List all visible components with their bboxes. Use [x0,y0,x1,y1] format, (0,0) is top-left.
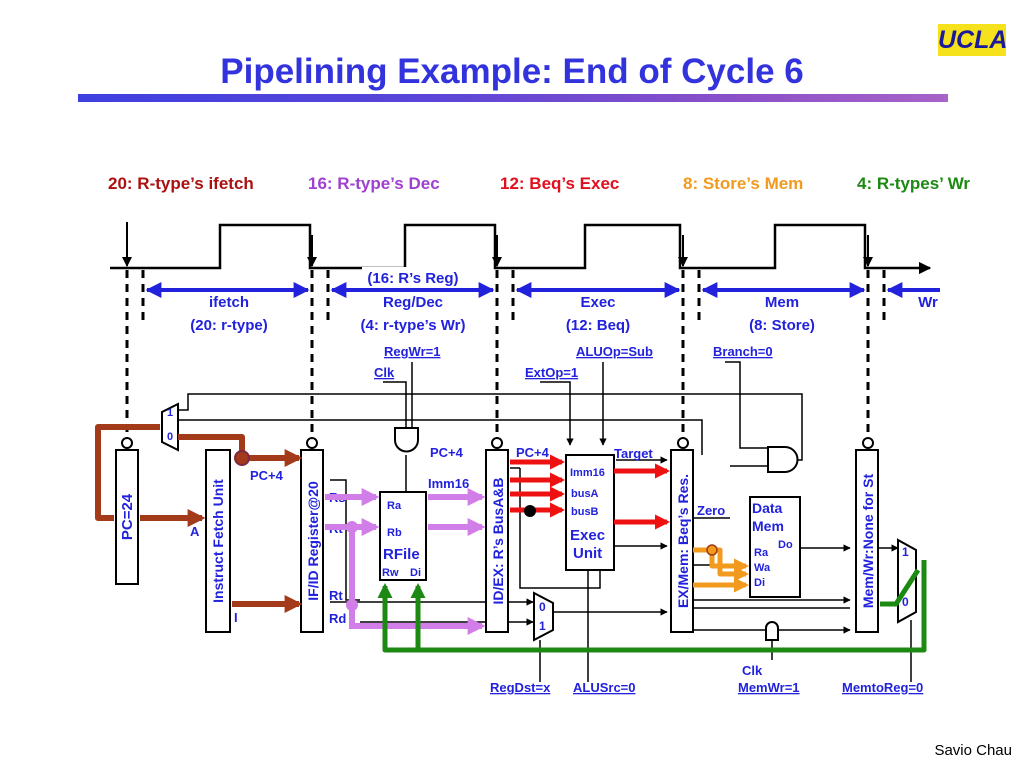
exec-wires [510,454,670,530]
stage-instr-mem: (8: Store) [749,317,815,334]
stage-top-regdec: (16: R’s Reg) [367,270,458,287]
instruction-fetch-unit [205,449,231,633]
aluop-signal: ALUOp=Sub [576,344,653,359]
dm-wa-label: Wa [754,562,771,574]
pc-mux: 1 0 [161,402,179,452]
rw-label: Rw [382,567,399,579]
memwr-signal: MemWr=1 [738,680,800,695]
busb-label: busB [571,506,599,518]
data-mem-label: Data [752,500,783,516]
ifetch-junction [234,450,250,466]
exec-unit-label: Exec [570,527,605,544]
branch-signal: Branch=0 [713,344,773,359]
stage-instr-exec: (12: Beq) [566,317,630,334]
stage-label-mem: 8: Store’s Mem [683,174,804,193]
exmem-label: EX/Mem: Beq’s Res. [675,474,691,608]
rt-label: Rt [329,588,343,603]
stage-name-mem: Mem [765,294,799,311]
stage-boundaries [125,270,886,440]
clock-waveform [110,222,932,275]
footer-author: Savio Chau [934,742,1012,759]
decode-wires [325,488,486,635]
memwr-label: Mem/Wr:None for St [860,474,876,609]
regwr-signal: RegWr=1 [384,344,440,359]
extop-signal: ExtOp=1 [525,365,578,380]
data-mem-label: Mem [752,518,784,534]
pc-register [115,449,139,585]
exec-unit [565,454,615,571]
rfile-label: RFile [383,546,420,563]
memwr-and-gate [765,621,779,641]
pc-plus-4-label: PC+4 [516,445,550,460]
pc-plus-4-label: PC+4 [430,445,464,460]
clk-signal-top: Clk [374,365,395,380]
regwr-and-gate [394,427,419,453]
stage-label-ifetch: 20: R-type’s ifetch [108,174,254,193]
memtoreg-signal: MemtoReg=0 [842,680,923,695]
ucla-logo: UCLA [938,24,1008,56]
ifu-i-label: I [234,610,238,625]
decode-junction [346,599,358,611]
imm16-label: Imm16 [428,476,469,491]
stage-legend: 20: R-type’s ifetch 16: R-type’s Dec 12:… [108,174,1018,200]
title-underline [78,94,948,102]
stage-instr-regdec: (4: r-type’s Wr) [360,317,465,334]
register-file [379,491,427,581]
zero-label: Zero [697,503,725,518]
ifid-label: IF/ID Register@20 [305,481,321,601]
ifid-register [300,449,324,633]
dm-di-label: Di [754,577,765,589]
memtoreg-mux: 1 0 [897,538,917,624]
ra-label: Ra [387,500,402,512]
pc-plus-4-label: PC+4 [250,468,284,483]
alusrc-signal: ALUSrc=0 [573,680,636,695]
memwr-register [855,449,879,633]
stage-instr-ifetch: (20: r-type) [190,317,268,334]
exmem-register [670,449,694,633]
exec-unit-label: Unit [573,545,602,562]
mem-wires [693,547,749,593]
svg-text:1: 1 [902,545,909,559]
ifu-label: Instruct Fetch Unit [210,479,226,603]
decode-junction [346,521,358,533]
stage-label-exec: 12: Beq’s Exec [500,174,620,193]
stage-name-regdec: Reg/Dec [383,294,443,311]
di-label: Di [410,567,421,579]
dm-do-label: Do [778,539,793,551]
alusrc-mux: 0 1 [533,591,554,642]
dm-ra-label: Ra [754,547,769,559]
rd-label: Rd [329,611,346,626]
svg-text:0: 0 [539,600,546,614]
imm16-label: Imm16 [570,467,605,479]
pc-label: PC=24 [119,493,136,540]
stage-name-exec: Exec [580,294,615,311]
stage-label-wr: 4: R-types’ Wr [857,174,971,193]
clk-signal-bottom: Clk [742,663,763,678]
regdst-signal: RegDst=x [490,680,551,695]
svg-text:1: 1 [167,407,173,419]
stage-label-dec: 16: R-type’s Dec [308,174,440,193]
branch-and-gate [767,446,799,473]
ifu-a-label: A [190,524,200,539]
data-memory [749,496,801,598]
mem-junction [706,544,718,556]
target-label: Target [614,446,653,461]
busb-junction [524,505,536,517]
stage-name-wr: Wr [918,294,938,311]
svg-text:1: 1 [539,619,546,633]
idex-label: ID/EX: R’s BusA&B [490,477,506,604]
writeback-wires [377,560,927,653]
svg-text:0: 0 [167,431,173,443]
register-clock-bubbles [121,437,874,449]
stage-name-ifetch: ifetch [209,294,249,311]
rb-label: Rb [387,527,402,539]
svg-text:0: 0 [902,595,909,609]
page-title: Pipelining Example: End of Cycle 6 [220,52,804,91]
busa-label: busA [571,488,599,500]
idex-register [485,449,509,633]
